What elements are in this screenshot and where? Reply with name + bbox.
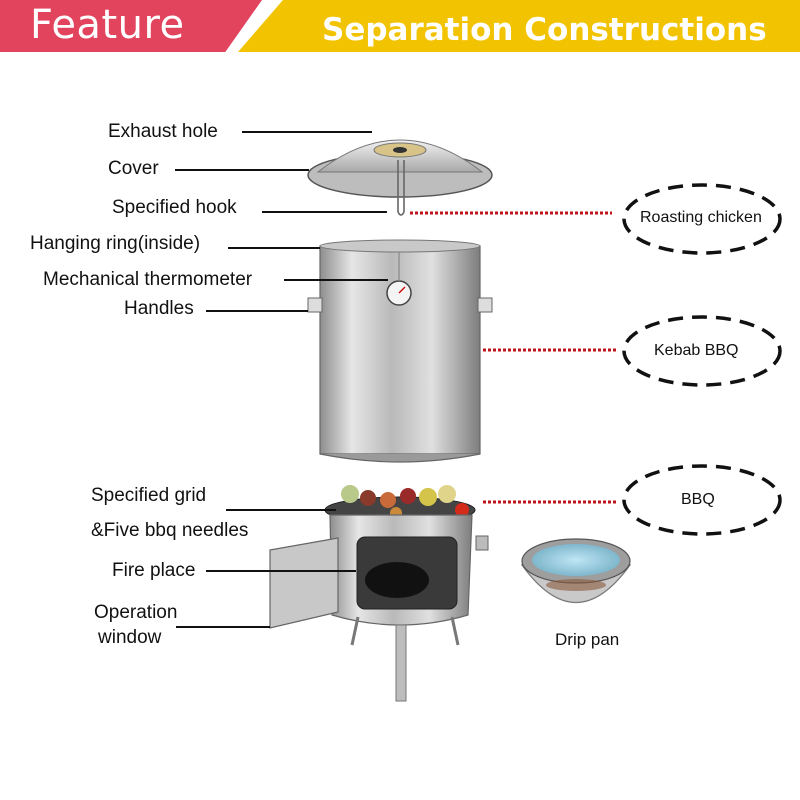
label-operation: Operation — [94, 602, 178, 623]
feature-title: Feature — [30, 2, 185, 48]
leader-handles — [206, 310, 308, 312]
label-specified-grid: Specified grid — [91, 485, 207, 506]
leader-specified-grid — [226, 509, 336, 511]
hook — [397, 160, 405, 216]
label-specified-hook: Specified hook — [112, 197, 237, 218]
drip-pan-illustration — [520, 538, 632, 603]
barrel — [307, 239, 493, 463]
leader-exhaust-hole — [242, 131, 372, 133]
use-bbq: BBQ — [681, 491, 715, 508]
label-fire-place: Fire place — [112, 560, 196, 581]
oval-roasting-chicken — [622, 183, 782, 255]
use-kebab-bbq: Kebab BBQ — [654, 342, 739, 359]
label-handles: Handles — [124, 298, 194, 319]
oval-bbq — [622, 464, 782, 536]
leader-thermometer — [284, 279, 388, 281]
label-drip-pan: Drip pan — [555, 630, 620, 649]
label-bbq-needles: &Five bbq needles — [91, 520, 249, 541]
label-cover: Cover — [108, 158, 159, 179]
leader-specified-hook — [262, 211, 387, 213]
use-roasting-chicken: Roasting chicken — [640, 209, 762, 226]
page-title: Separation Constructions — [322, 12, 767, 48]
cover-lid — [307, 139, 493, 198]
leader-fire-place — [206, 570, 356, 572]
leader-operation-window — [176, 626, 270, 628]
title-banner — [238, 0, 800, 52]
label-thermometer: Mechanical thermometer — [43, 269, 253, 290]
connector-lines — [410, 211, 616, 504]
label-window: window — [98, 627, 162, 648]
base-stove — [269, 485, 489, 702]
operation-door — [269, 537, 339, 629]
label-hanging-ring: Hanging ring(inside) — [30, 233, 201, 254]
oval-kebab-bbq — [622, 315, 782, 387]
label-exhaust-hole: Exhaust hole — [108, 121, 218, 142]
feature-banner — [0, 0, 262, 52]
leader-cover — [175, 169, 309, 171]
leader-hanging-ring — [228, 247, 320, 249]
